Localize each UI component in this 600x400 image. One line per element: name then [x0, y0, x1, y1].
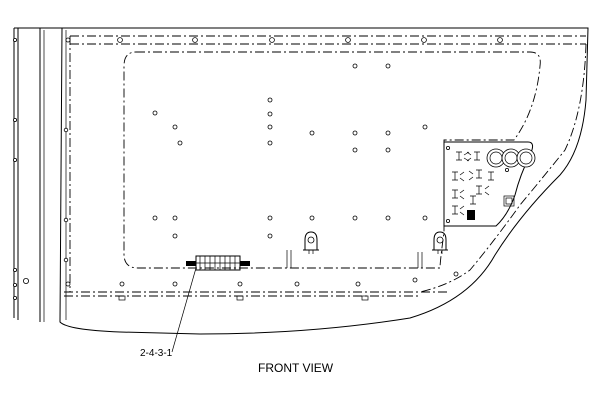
hook-bracket-right — [432, 231, 448, 254]
bottom-fasteners — [118, 295, 369, 301]
view-caption: FRONT VIEW — [258, 361, 334, 375]
left-side-frame — [12, 27, 62, 322]
hook-bracket-left — [303, 231, 319, 254]
top-mounting-holes — [65, 37, 503, 43]
circuit-board — [443, 141, 536, 227]
callout-label-2-4-3-1: 2-4-3-1 — [140, 348, 173, 359]
callout-leader-line — [171, 267, 197, 353]
panel-outline — [59, 27, 589, 335]
inner-recess-dashed — [123, 51, 541, 269]
left-flange-holes — [63, 127, 69, 263]
terminal-block-connector — [186, 255, 250, 271]
standoff-posts — [286, 250, 423, 268]
bottom-holes — [65, 271, 459, 287]
panel-holes — [152, 63, 428, 239]
